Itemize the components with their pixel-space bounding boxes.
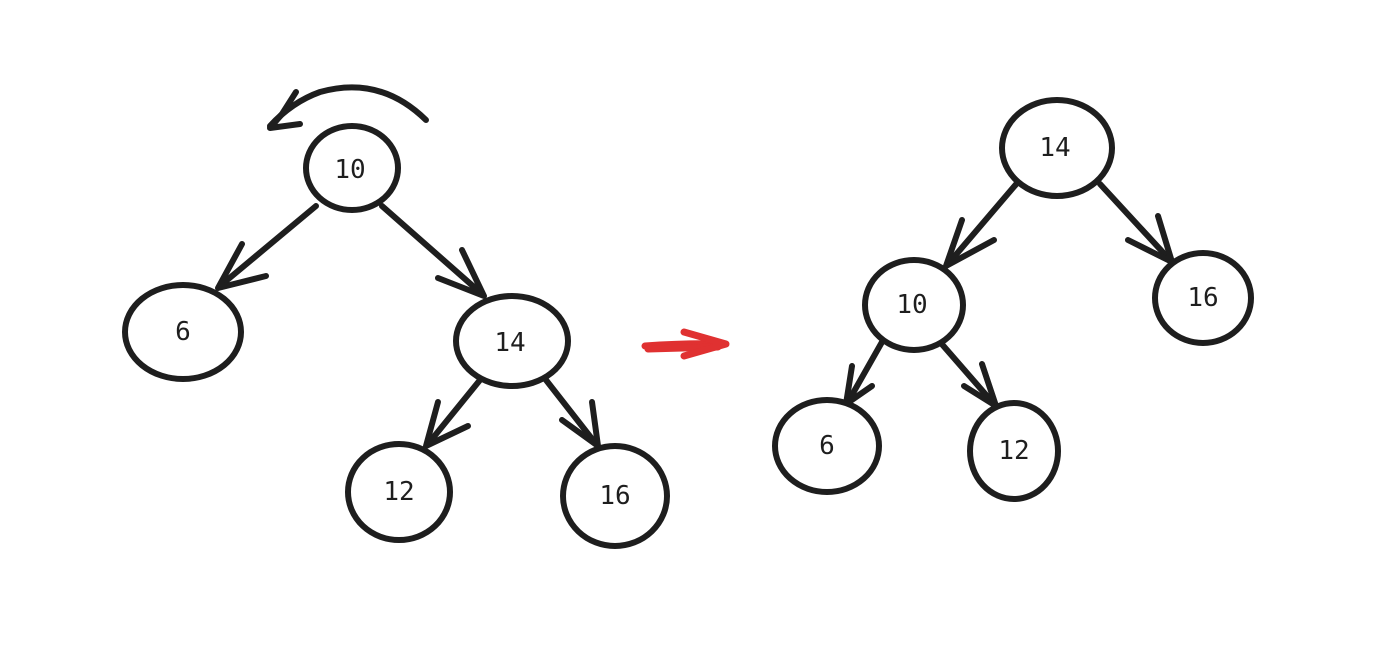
tree-node: 10: [303, 123, 401, 213]
edge-10-12: [937, 339, 999, 409]
edge-10-14: [379, 203, 487, 299]
node-label: 14: [1039, 133, 1070, 163]
edge-14-12: [423, 377, 483, 449]
node-label: 6: [819, 431, 835, 461]
tree-node: 16: [1152, 250, 1254, 346]
node-label: 6: [175, 317, 191, 347]
edge-10-6: [843, 339, 885, 407]
edge-14-16: [1097, 181, 1175, 265]
tree-node: 6: [772, 397, 882, 495]
node-label: 16: [1187, 283, 1218, 313]
tree-node: 12: [967, 400, 1061, 502]
tree-node: 6: [122, 282, 244, 382]
node-label: 12: [383, 477, 414, 507]
edge-14-16: [543, 377, 601, 449]
tree-node: 12: [345, 441, 453, 543]
tree-node: 14: [999, 97, 1115, 199]
node-label: 12: [998, 436, 1029, 466]
node-label: 10: [896, 290, 927, 320]
edge-10-6: [215, 203, 319, 291]
before-tree: 10 6 14 12 16: [122, 84, 670, 549]
tree-node: 10: [862, 257, 966, 353]
rotation-arrow-icon: [267, 84, 429, 131]
edge-14-10: [943, 179, 1021, 269]
transform-arrow-icon: [641, 328, 730, 360]
node-label: 16: [599, 481, 630, 511]
after-tree: 14 10 16 6 12: [772, 97, 1254, 502]
tree-node: 14: [453, 293, 571, 389]
node-label: 10: [334, 155, 365, 185]
node-label: 14: [494, 328, 525, 358]
tree-node: 16: [560, 443, 670, 549]
